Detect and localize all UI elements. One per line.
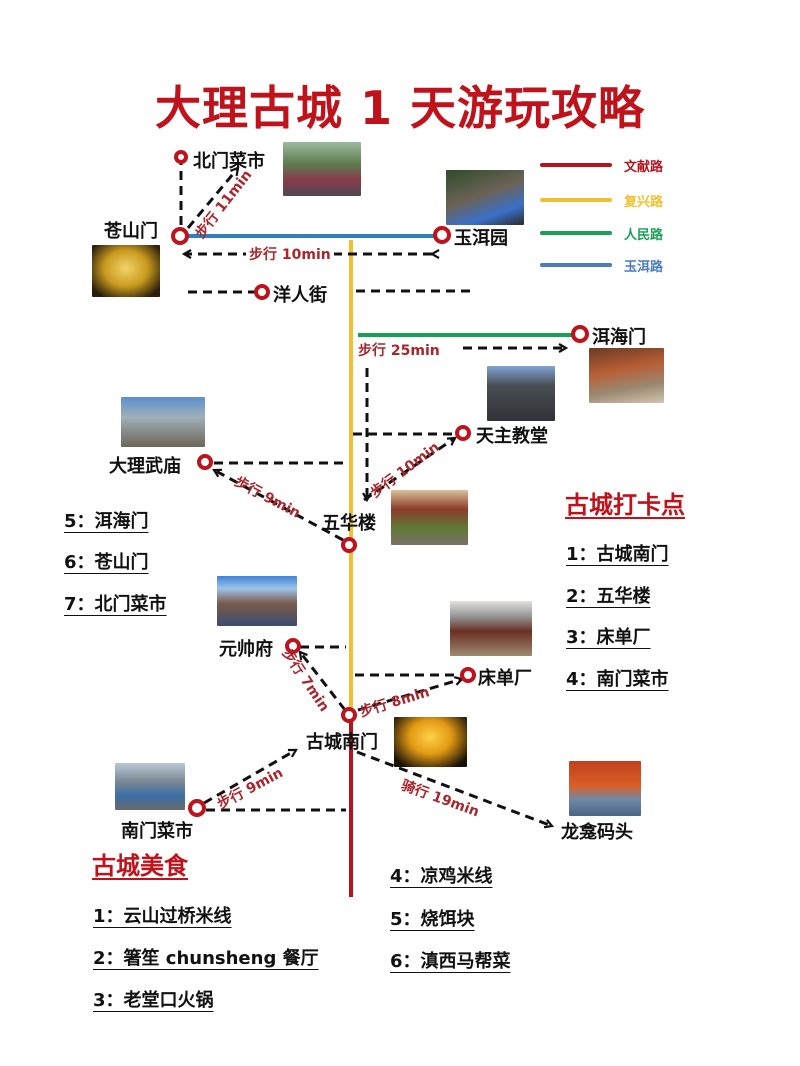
station-marker-yuanshuaifu	[285, 638, 301, 654]
food-item: 3：老堂口火锅	[93, 990, 214, 1011]
checkin-item: 3：床单厂	[566, 627, 651, 648]
station-yuanshuaifu: 元帅府	[219, 639, 273, 660]
station-yuer-yuan: 玉洱园	[454, 228, 508, 249]
food-item: 4：凉鸡米线	[390, 866, 493, 887]
checkin-item: 2：五华楼	[566, 586, 651, 607]
station-nanmen-caishi: 南门菜市	[121, 821, 193, 842]
checkin-item: 7：北门菜市	[64, 594, 167, 615]
legend-item-yuer-road: 玉洱路	[540, 256, 664, 275]
route-label-to-erhaimen: 步行 25min	[358, 343, 440, 359]
legend-label: 玉洱路	[624, 259, 664, 275]
photo-dali-wumiao	[121, 397, 205, 447]
photo-longkan-matou	[569, 761, 641, 816]
station-marker-yangren-jie	[254, 284, 270, 300]
station-cangshanmen: 苍山门	[104, 221, 158, 242]
station-marker-beimen-caishi	[174, 150, 188, 164]
photo-yuer-yuan	[446, 170, 524, 225]
food-item: 1：云山过桥米线	[93, 906, 232, 927]
page-title: 大理古城 1 天游玩攻略	[154, 81, 646, 135]
station-marker-erhaimen	[571, 325, 589, 343]
legend-label: 人民路	[624, 227, 664, 243]
photo-gucheng-nanmen	[394, 717, 467, 767]
station-marker-tianzhu-jiaotang	[455, 425, 471, 441]
legend-label: 复兴路	[624, 194, 664, 210]
checkin-section-title: 古城打卡点	[565, 491, 685, 519]
photo-beimen-caishi	[283, 142, 361, 196]
checkin-item: 1：古城南门	[566, 544, 669, 565]
station-beimen-caishi: 北门菜市	[193, 151, 265, 172]
station-chuangdanchang: 床单厂	[478, 668, 532, 689]
photo-cangshanmen	[92, 245, 160, 297]
photo-nanmen-caishi	[115, 763, 185, 810]
station-yangren-jie: 洋人街	[273, 285, 327, 306]
legend-line-red	[540, 163, 612, 167]
legend-label: 文献路	[624, 159, 664, 175]
photo-chuangdanchang	[450, 601, 532, 656]
food-item: 6：滇西马帮菜	[390, 951, 511, 972]
station-marker-nanmen-caishi	[188, 799, 206, 817]
photo-erhaimen	[589, 348, 664, 403]
route-label-yuer-cangshan: 步行 10min	[246, 244, 334, 264]
station-marker-yuer-yuan	[433, 226, 451, 244]
legend-item-wenxian-road: 文献路	[540, 156, 664, 175]
station-longkan-matou: 龙龛码头	[561, 822, 633, 843]
checkin-item: 4：南门菜市	[566, 669, 669, 690]
photo-wuhualou	[391, 490, 468, 545]
legend-line-blue	[540, 263, 612, 267]
station-erhaimen: 洱海门	[592, 327, 646, 348]
station-marker-chuangdanchang	[460, 667, 476, 683]
legend-line-yellow	[540, 198, 612, 202]
checkin-item: 6：苍山门	[64, 552, 149, 573]
legend-line-green	[540, 231, 612, 235]
station-marker-wuhualou	[341, 537, 357, 553]
station-marker-dali-wumiao	[197, 454, 213, 470]
station-marker-gucheng-nanmen	[341, 707, 357, 723]
photo-tianzhu-jiaotang	[487, 366, 555, 421]
food-item: 2：箸笙 chunsheng 餐厅	[93, 948, 319, 969]
station-dali-wumiao: 大理武庙	[109, 456, 181, 477]
station-gucheng-nanmen: 古城南门	[306, 732, 378, 753]
station-tianzhu-jiaotang: 天主教堂	[476, 426, 548, 447]
food-section-title: 古城美食	[92, 852, 188, 880]
food-item: 5：烧饵块	[390, 909, 475, 930]
station-marker-cangshanmen	[171, 227, 189, 245]
legend-item-fuxing-road: 复兴路	[540, 191, 664, 210]
station-wuhualou: 五华楼	[322, 513, 376, 534]
legend-item-renmin-road: 人民路	[540, 224, 664, 243]
checkin-item: 5：洱海门	[64, 511, 149, 532]
photo-yuanshuaifu	[217, 576, 297, 626]
